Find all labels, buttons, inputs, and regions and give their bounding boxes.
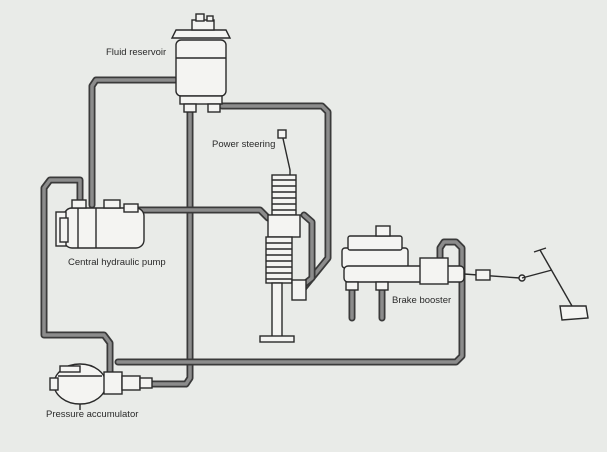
label-power-steering: Power steering bbox=[212, 139, 276, 150]
label-fluid-reservoir: Fluid reservoir bbox=[106, 47, 167, 58]
label-pressure-accumulator: Pressure accumulator bbox=[46, 409, 139, 420]
pressure-accumulator bbox=[49, 363, 153, 410]
pipe-pump-to-steering bbox=[134, 206, 294, 222]
label-brake-booster: Brake booster bbox=[392, 295, 452, 306]
pipe-pump-loop-left bbox=[40, 176, 114, 381]
pipe-accumulator-to-brake bbox=[114, 238, 466, 366]
pipe-reservoir-return bbox=[136, 108, 194, 388]
pipe-steering-feed bbox=[298, 211, 316, 290]
power-steering bbox=[259, 129, 307, 343]
pipe-reservoir-to-pump bbox=[88, 76, 179, 209]
label-central-hydraulic-pump: Central hydraulic pump bbox=[68, 257, 166, 268]
pipe-reservoir-to-steering bbox=[218, 102, 332, 294]
fluid-reservoir bbox=[170, 13, 232, 113]
central-hydraulic-pump bbox=[55, 199, 145, 249]
brake-booster bbox=[341, 225, 589, 321]
